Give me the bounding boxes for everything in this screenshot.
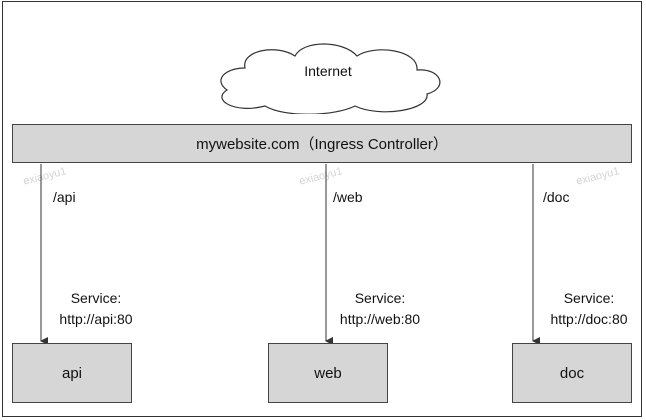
service-url: http://doc:80	[550, 311, 628, 327]
service-url: http://web:80	[339, 311, 421, 327]
service-title: Service:	[70, 290, 122, 306]
cloud-label: Internet	[304, 63, 352, 79]
service-box-api: api	[12, 343, 132, 403]
service-box-label: doc	[559, 364, 585, 382]
cloud-shape	[220, 43, 441, 114]
route-path-doc: /doc	[543, 189, 570, 205]
route-path-web: /web	[333, 189, 363, 205]
service-url: http://api:80	[59, 311, 133, 327]
service-box-label: api	[61, 364, 83, 382]
ingress-controller-box: mywebsite.com（Ingress Controller）	[12, 124, 632, 163]
route-path-api: /api	[53, 189, 76, 205]
service-label-doc: Service: http://doc:80	[534, 288, 644, 330]
service-title: Service:	[354, 290, 406, 306]
service-box-web: web	[268, 343, 388, 403]
service-label-web: Service: http://web:80	[325, 288, 435, 330]
ingress-label: mywebsite.com（Ingress Controller）	[196, 136, 448, 153]
internet-cloud: Internet	[205, 38, 445, 114]
service-title: Service:	[563, 290, 615, 306]
service-box-label: web	[314, 364, 342, 382]
service-box-doc: doc	[512, 343, 632, 403]
service-label-api: Service: http://api:80	[41, 288, 151, 330]
